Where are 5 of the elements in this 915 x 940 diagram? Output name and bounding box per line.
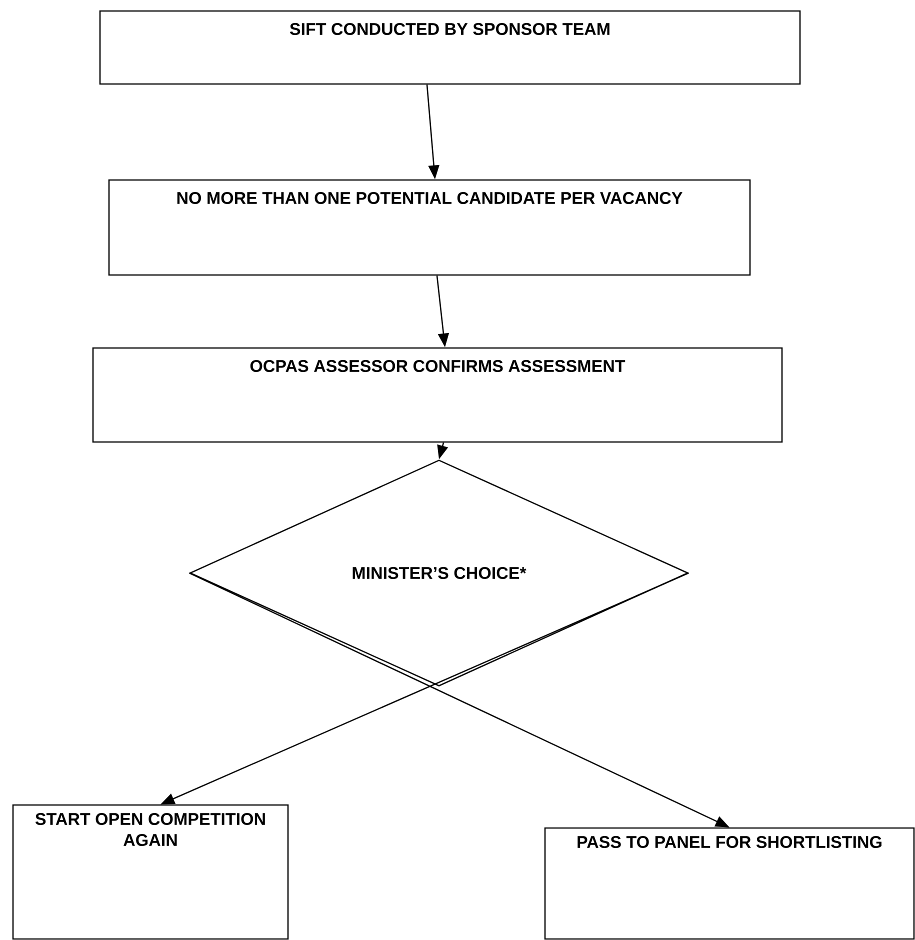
process-box: PASS TO PANEL FOR SHORTLISTING — [544, 827, 915, 940]
process-box: SIFT CONDUCTED BY SPONSOR TEAM — [99, 10, 801, 85]
process-box: NO MORE THAN ONE POTENTIAL CANDIDATE PER VACANCY — [108, 179, 751, 276]
process-box: START OPEN COMPETITION AGAIN — [12, 804, 289, 940]
process-box: OCPAS ASSESSOR CONFIRMS ASSESSMENT — [92, 347, 783, 443]
